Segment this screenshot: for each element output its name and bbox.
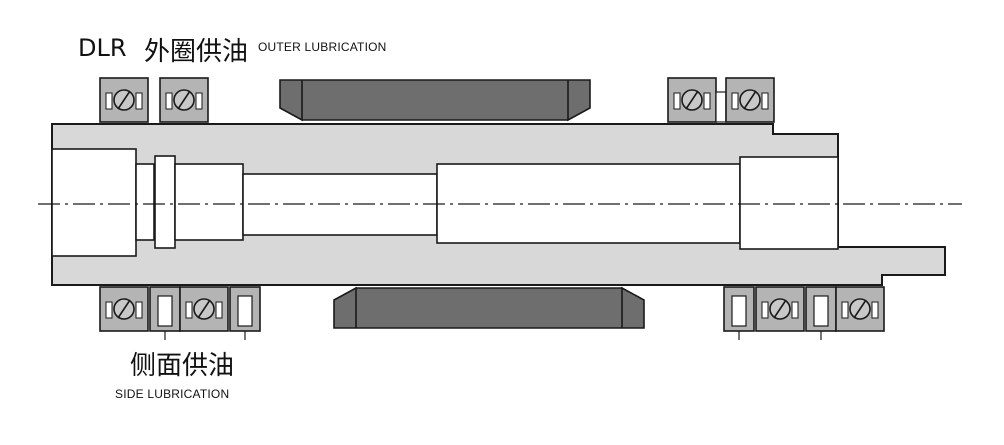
lube-port-bottom-left-2 xyxy=(229,286,261,340)
bore-step-6 xyxy=(739,156,839,250)
bore-step-5 xyxy=(436,163,741,244)
bearing-top-left-1 xyxy=(99,77,149,123)
bore-step-3 xyxy=(174,163,244,241)
bearing-bottom-left-1 xyxy=(99,286,149,332)
outer-lubrication-cn-label: 外圈供油 xyxy=(144,37,249,67)
bearing-spacer-top-right xyxy=(715,91,727,123)
model-label: DLR xyxy=(78,34,127,62)
bore-collar xyxy=(154,155,176,249)
lube-port-bottom-right-2 xyxy=(805,286,837,340)
bore-step-2 xyxy=(135,163,155,241)
outer-lubrication-en-label: OUTER LUBRICATION xyxy=(258,40,387,54)
housing-sleeve-bottom xyxy=(333,286,645,329)
bearing-bottom-right-1 xyxy=(755,286,805,332)
bearing-top-right-2 xyxy=(725,77,775,123)
lube-port-bottom-left-1 xyxy=(149,286,181,340)
bore-step-1 xyxy=(51,148,137,257)
lube-port-bottom-right-1 xyxy=(723,286,755,340)
bearing-bottom-left-2 xyxy=(179,286,229,332)
side-lubrication-cn-label: 侧面供油 xyxy=(130,351,235,381)
housing-sleeve-top xyxy=(279,79,591,122)
bearing-bottom-right-2 xyxy=(835,286,885,332)
bearing-top-right-1 xyxy=(667,77,717,123)
side-lubrication-en-label: SIDE LUBRICATION xyxy=(115,387,230,401)
bearing-top-left-2 xyxy=(159,77,209,123)
